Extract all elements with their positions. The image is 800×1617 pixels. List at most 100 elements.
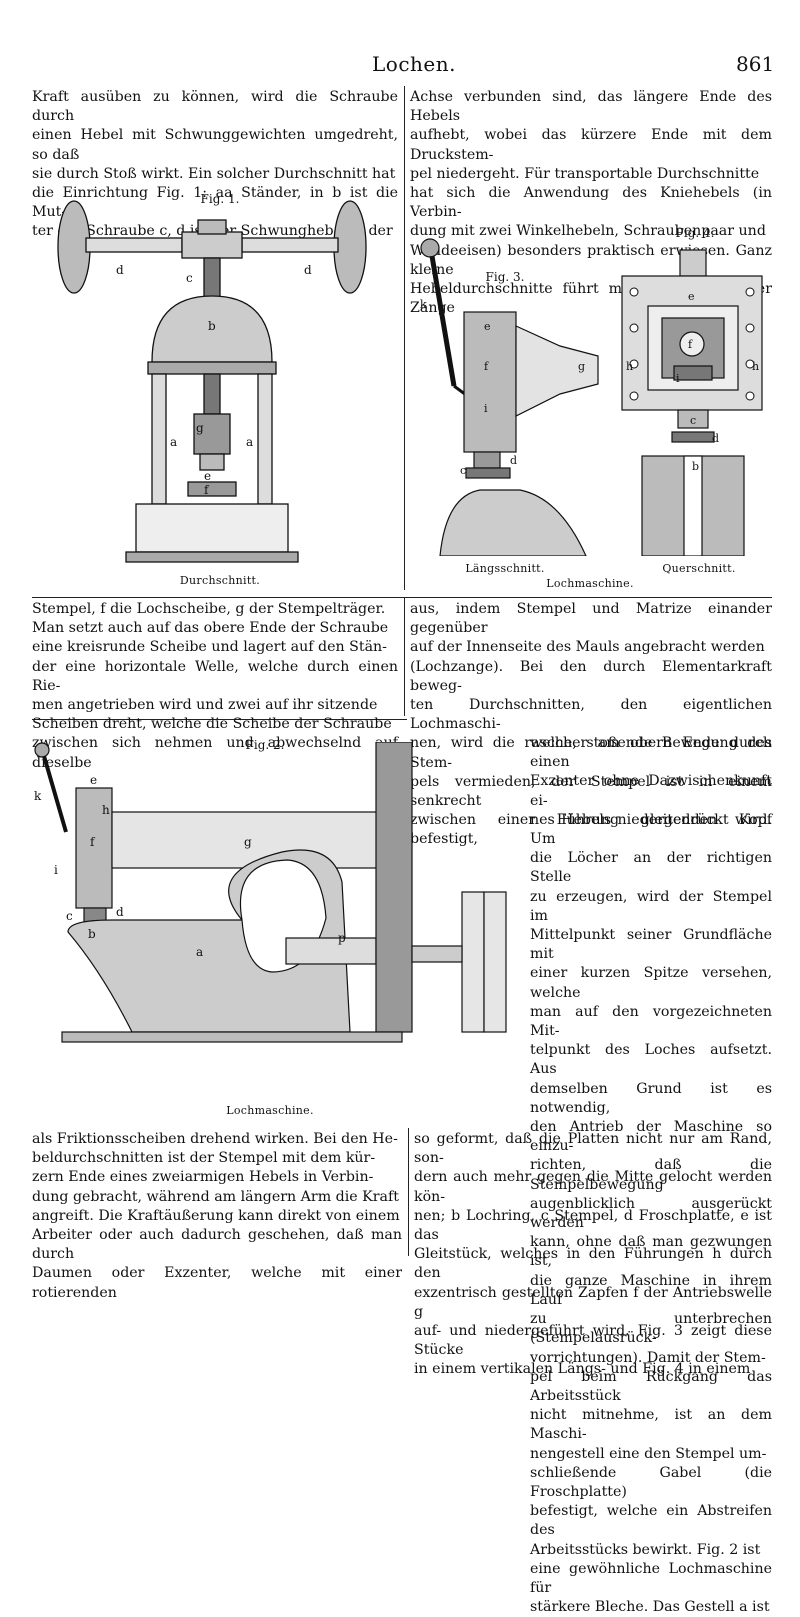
- fig2-label-i: i: [54, 863, 58, 877]
- text-line: beldurchschnitten ist der Stempel mit de…: [32, 1150, 376, 1167]
- fig1-label-e: e: [204, 469, 211, 483]
- fig1-label-c: c: [186, 271, 193, 285]
- text-line: dung gebracht, während am längern Arm di…: [32, 1188, 399, 1205]
- fig4-label-e: e: [688, 290, 695, 303]
- text-left-top: Kraft ausüben zu können, wird die Schrau…: [32, 88, 398, 242]
- text-line: dung mit zwei Winkelhebeln, Schraubenpaa…: [410, 223, 766, 240]
- text-line: augenblicklich ausgerückt werden: [530, 1195, 772, 1232]
- fig4-title: Fig. 4.: [675, 226, 715, 240]
- fig3-label-i: i: [484, 402, 488, 415]
- fig1-illustration: d c d b a g a e f: [57, 200, 367, 563]
- fig4-label-h: h: [626, 360, 633, 373]
- text-line: als Friktionsscheiben drehend wirken. Be…: [32, 1131, 398, 1147]
- text-line: Mittelpunkt seiner Grundfläche mit: [530, 927, 772, 963]
- fig2-label-g: g: [244, 835, 252, 849]
- fig4-illustration: e f h h i c d b: [621, 249, 763, 556]
- text-line: richten, daß die Stempelbewegung: [530, 1157, 772, 1193]
- fig2-label-k: k: [34, 789, 42, 803]
- text-line: eine kreisrunde Scheibe und lagert auf d…: [32, 639, 387, 656]
- text-line: die Löcher an der richtigen Stelle: [530, 850, 772, 886]
- text-line: nen, wird die rasche, stoßende Bewegung …: [410, 735, 772, 771]
- fig2-label-c: c: [66, 909, 73, 923]
- fig2-label-a: a: [196, 945, 203, 959]
- fig4-label-i: i: [676, 372, 680, 385]
- text-line: hat sich die Anwendung des Kniehebels (i…: [410, 185, 772, 221]
- text-line: dern auch mehr gegen die Mitte gelocht w…: [414, 1169, 772, 1205]
- text-line: die Einrichtung Fig. 1: aa Ständer, in b…: [32, 185, 398, 221]
- text-line: (Lochzange). Bei den durch Elementarkraf…: [410, 658, 772, 694]
- section-rule-top: [32, 597, 772, 598]
- text-line: Kraft ausüben zu können, wird die Schrau…: [32, 89, 398, 125]
- fig2-label-f: f: [90, 835, 96, 849]
- fig2-illustration: k e h f g i c d b a p: [34, 742, 507, 1043]
- text-line: ten Durchschnitten, den eigentlichen Loc…: [410, 697, 772, 733]
- text-line: demselben Grund ist es notwendig,: [530, 1080, 772, 1116]
- text-line: nengestell eine den Stempel um-: [530, 1445, 767, 1462]
- fig3-label-e: e: [484, 320, 491, 333]
- text-line: pels vermieden, der Stempel ist in einem…: [410, 773, 772, 810]
- text-line: welcher am obern Ende durch einen: [530, 735, 772, 771]
- text-line: Stempel, f die Lochscheibe, g der Stempe…: [32, 601, 386, 617]
- fig2-title: Fig. 2.: [245, 738, 285, 752]
- text-line: zwischen einer Führung gleitenden Kopf b…: [410, 812, 772, 848]
- text-line: eine gewöhnliche Lochmaschine für: [530, 1560, 772, 1596]
- fig2-caption: Lochmaschine.: [226, 1104, 314, 1117]
- fig2-label-e: e: [90, 773, 97, 787]
- text-line: nes Hebels niedergedrückt wird. Um: [530, 811, 772, 848]
- fig3-label-f: f: [484, 360, 489, 373]
- text-left-mid: Stempel, f die Lochscheibe, g der Stempe…: [32, 600, 398, 773]
- text-line: der eine horizontale Welle, welche durch…: [32, 658, 398, 694]
- text-line: Arbeitsstücks bewirkt. Fig. 2 ist: [530, 1541, 761, 1558]
- text-line: aufhebt, wobei das kürzere Ende mit dem …: [410, 127, 772, 163]
- text-line: Man setzt auch auf das obere Ende der Sc…: [32, 620, 389, 637]
- text-line: in einem vertikalen Längs- und Fig. 4 in…: [414, 1361, 751, 1378]
- text-line: kann, ohne daß man gezwungen ist,: [530, 1234, 772, 1270]
- text-line: befestigt, welche ein Abstreifen des: [530, 1503, 772, 1539]
- text-line: man auf den vorgezeichneten Mit-: [530, 1003, 772, 1040]
- fig3-label-k: k: [420, 298, 427, 311]
- fig4-label-d: d: [712, 432, 719, 445]
- text-left-bottom: als Friktionsscheiben drehend wirken. Be…: [32, 1130, 402, 1303]
- column-rule-top: [404, 86, 405, 590]
- fig4-caption: Querschnitt.: [662, 562, 736, 575]
- text-line: so geformt, daß die Platten nicht nur am…: [414, 1131, 772, 1167]
- fig3-caption: Längsschnitt.: [465, 562, 545, 575]
- fig1-label-b: b: [208, 319, 216, 333]
- text-line: Arbeiter oder auch dadurch geschehen, da…: [32, 1227, 402, 1263]
- text-line: zern Ende eines zweiarmigen Hebels in Ve…: [32, 1169, 374, 1186]
- text-line: zu erzeugen, wird der Stempel im: [530, 888, 772, 924]
- text-line: men angetrieben wird und zwei auf ihr si…: [32, 697, 378, 714]
- fig2-label-h: h: [102, 803, 110, 817]
- fig2-label-d: d: [116, 905, 124, 919]
- fig1-title: Fig. 1.: [200, 192, 240, 206]
- column-rule-mid: [404, 598, 405, 716]
- fig1-label-a: a: [170, 435, 177, 449]
- text-right-top: Achse verbunden sind, das längere Ende d…: [410, 88, 772, 318]
- running-head: Lochen.: [372, 52, 456, 76]
- fig3-label-d: d: [510, 454, 517, 467]
- text-line: Achse verbunden sind, das längere Ende d…: [410, 89, 772, 125]
- text-line: angreift. Die Kraftäußerung kann direkt …: [32, 1207, 400, 1224]
- fig2-label-p: p: [338, 931, 346, 945]
- text-right-mid: aus, indem Stempel und Matrize einander …: [410, 600, 772, 850]
- text-line: Exzenter ohne Dazwischenkunft ei-: [530, 773, 772, 809]
- text-line: auf- und niedergeführt wird. Fig. 3 zeig…: [414, 1323, 772, 1359]
- fig2-label-b: b: [88, 927, 96, 941]
- text-line: aus, indem Stempel und Matrize einander …: [410, 601, 772, 637]
- fig4-label-h2: h: [752, 360, 759, 373]
- fig3-label-c: c: [460, 464, 466, 477]
- text-line: den Antrieb der Maschine so einzu-: [530, 1119, 772, 1155]
- fig4-label-f: f: [688, 338, 693, 351]
- text-line: Gleitstück, welches in den Führungen h d…: [414, 1246, 772, 1282]
- page-number: 861: [736, 52, 775, 76]
- fig4-label-c: c: [690, 414, 696, 427]
- text-line: telpunkt des Loches aufsetzt. Aus: [530, 1042, 772, 1078]
- text-right-bottom: so geformt, daß die Platten nicht nur am…: [414, 1130, 772, 1380]
- text-line: auf der Innenseite des Mauls angebracht …: [410, 639, 765, 656]
- fig1-label-a2: a: [246, 435, 253, 449]
- fig1-label-d2: d: [304, 263, 312, 277]
- fig1-label-f: f: [204, 483, 210, 497]
- fig3-illustration: k e f i g c d: [420, 238, 599, 556]
- text-line: exzentrisch gestellten Zapfen f der Antr…: [414, 1284, 772, 1320]
- fig1-label-g: g: [196, 421, 204, 435]
